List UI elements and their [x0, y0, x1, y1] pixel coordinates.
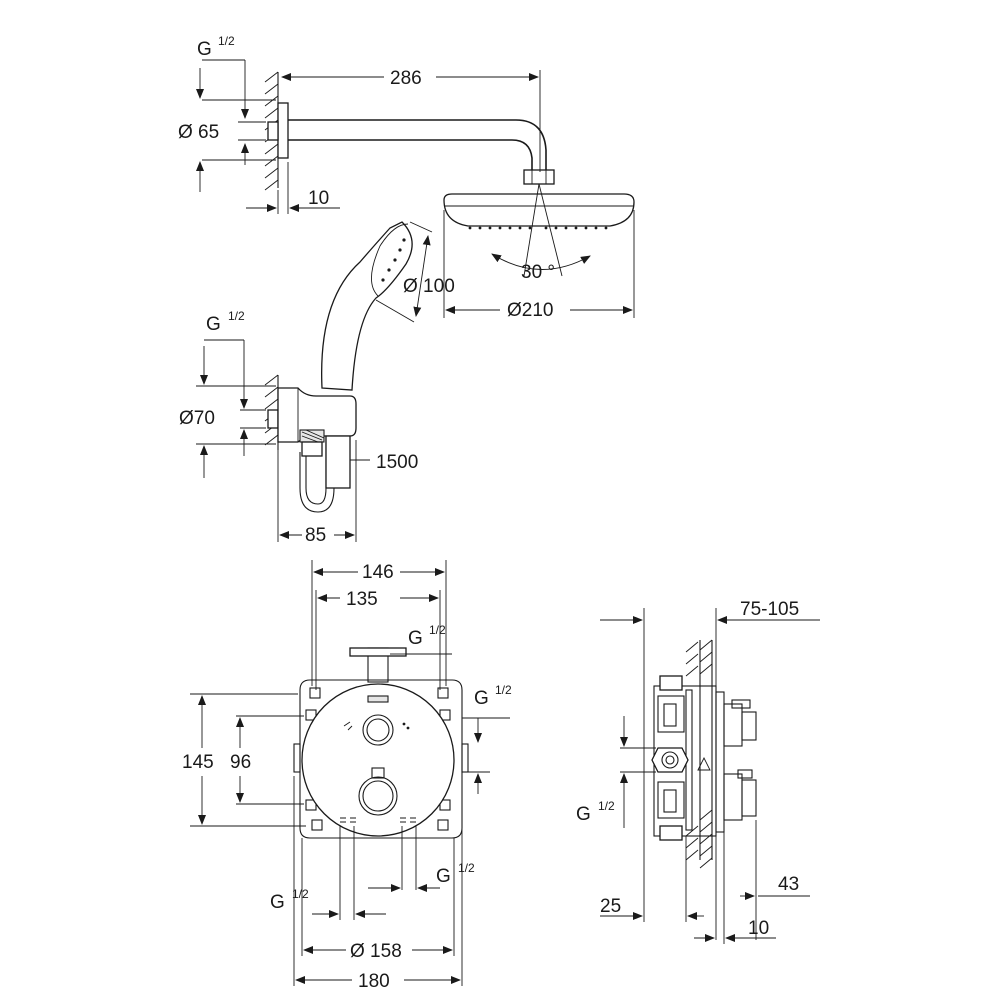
- install-depth-label: 75-105: [740, 599, 799, 620]
- side-depth-left-label: 25: [600, 896, 621, 917]
- hand-shower-assembly: Ø 100 1500 G 1/2: [179, 221, 455, 546]
- hand-shower-dia-label: Ø 100: [403, 276, 455, 297]
- faceplate: [301, 683, 455, 837]
- head-connector: [267, 121, 279, 141]
- flow-symbol-icon: [343, 721, 353, 731]
- outlet-markings-left: [340, 817, 356, 823]
- side-thread-label: G: [576, 804, 591, 825]
- box-bottom-right-thread-sup: 1/2: [458, 861, 475, 875]
- outlet-thread-sup: 1/2: [228, 309, 245, 323]
- side-thread-sup: 1/2: [598, 799, 615, 813]
- plate-width-label: 180: [358, 971, 390, 992]
- box-right-thread-label: G: [474, 688, 489, 709]
- head-shower: [443, 193, 635, 227]
- warning-icon: [697, 756, 711, 771]
- box-bottom-left-thread-label: G: [270, 892, 285, 913]
- outlet-markings-right: [400, 817, 416, 823]
- side-handle-label: 43: [778, 874, 799, 895]
- head-thread-label: G: [197, 39, 212, 60]
- head-flange-depth-label: 10: [308, 188, 329, 209]
- thermostat-knob: [358, 776, 398, 816]
- head-flange: [277, 102, 289, 159]
- diverter-knob: [362, 714, 394, 746]
- outlet-flange-dia-label: Ø70: [179, 408, 215, 429]
- box-width-label: 146: [362, 562, 394, 583]
- wall-hatch-side: [685, 639, 713, 869]
- hand-shower: [321, 221, 413, 391]
- shower-arm-top: [288, 119, 547, 172]
- head-shower-nozzles: [468, 226, 608, 230]
- head-shower-assembly: 30 ° 286 G 1/2 Ø 65 10 Ø210: [178, 34, 635, 321]
- box-height-label: 145: [182, 752, 214, 773]
- plate-dia-label: Ø 158: [350, 941, 402, 962]
- side-diverter-handle: [723, 703, 743, 747]
- outlet-connector: [267, 409, 279, 429]
- head-arm-length-label: 286: [390, 68, 422, 89]
- side-plate-label: 10: [748, 918, 769, 939]
- head-shower-dia-label: Ø210: [507, 300, 553, 321]
- box-hole-height-label: 96: [230, 752, 251, 773]
- side-inlet-nut: [651, 747, 689, 773]
- box-top-thread-sup: 1/2: [429, 623, 446, 637]
- head-thread-sup: 1/2: [218, 34, 235, 48]
- head-nut: [523, 169, 555, 185]
- side-thermostat-handle: [723, 773, 743, 821]
- box-bottom-left-thread-sup: 1/2: [292, 887, 309, 901]
- mixer-side-view: 75-105 G 1/2 25 43 10: [576, 599, 820, 944]
- box-hole-spacing-label: 135: [346, 589, 378, 610]
- hose: [305, 436, 327, 505]
- box-top-thread-label: G: [408, 628, 423, 649]
- brand-mark: [367, 695, 389, 703]
- head-flange-dia-label: Ø 65: [178, 122, 219, 143]
- side-plate: [715, 691, 725, 833]
- hose-length-label: 1500: [376, 452, 418, 473]
- outlet-thread-label: G: [206, 314, 221, 335]
- box-right-thread-sup: 1/2: [495, 683, 512, 697]
- shower-arm-bottom: [288, 139, 533, 172]
- outlet-width-label: 85: [305, 525, 326, 546]
- box-bottom-right-thread-label: G: [436, 866, 451, 887]
- head-tilt-label: 30 °: [521, 262, 555, 283]
- hand-shower-nozzles: [381, 238, 406, 282]
- mixer-front-view: 146 135 G 1/2 G 1/2 145 96: [182, 560, 512, 992]
